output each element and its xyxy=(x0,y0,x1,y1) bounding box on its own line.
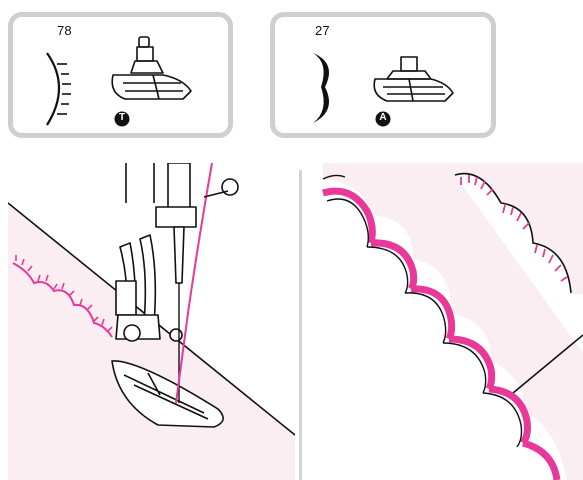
stitch-card-27: 27 A xyxy=(270,12,496,138)
finished-hem-illustration xyxy=(305,163,583,480)
foot-letter-label: A xyxy=(378,112,388,123)
stitch-card-78: 78 T xyxy=(8,12,233,138)
sewing-illustration xyxy=(8,163,295,480)
foot-letter-label: T xyxy=(117,112,127,123)
panel-divider xyxy=(299,170,302,480)
